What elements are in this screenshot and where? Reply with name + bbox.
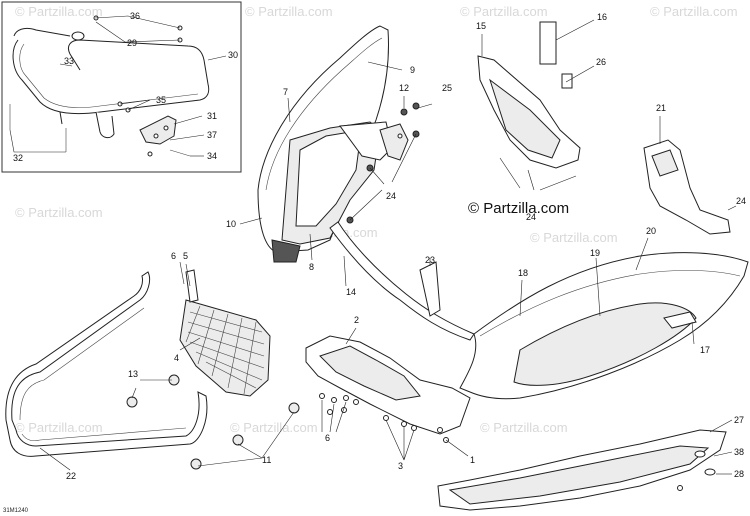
callout-leaders <box>39 19 737 475</box>
inset-bumper-bar <box>12 27 210 139</box>
grille-assembly <box>179 269 271 397</box>
callout-label: 30 <box>228 50 239 60</box>
callout-label: 9 <box>410 65 416 75</box>
callout-label: 6 <box>171 251 177 261</box>
watermark: © Partzilla.com <box>650 4 738 19</box>
lower-panel <box>305 335 471 435</box>
callout-label: 18 <box>518 268 529 278</box>
callout-label: 34 <box>207 151 218 161</box>
callout-label: 31 <box>207 111 218 121</box>
grille-mesh <box>185 305 265 395</box>
callout-label: 35 <box>156 95 167 105</box>
front-bumper <box>5 271 208 457</box>
watermark: © Partzilla.com <box>15 420 103 435</box>
callout-label: 26 <box>596 57 607 67</box>
callout-label: 24 <box>526 212 537 222</box>
side-panel-left <box>477 21 581 169</box>
callout-label: 5 <box>183 251 189 261</box>
callout-label: 29 <box>127 38 138 48</box>
watermark: © Partzilla.com <box>15 4 103 19</box>
callout-label: 20 <box>646 226 657 236</box>
side-fairing <box>459 252 749 400</box>
watermark: © Partzilla.com <box>460 4 548 19</box>
callout-label: 6 <box>325 433 331 443</box>
inset-leaders <box>9 15 227 157</box>
callout-label: 33 <box>64 56 75 66</box>
callout-label: 13 <box>128 369 139 379</box>
callout-label: 24 <box>386 191 397 201</box>
callout-label: 22 <box>66 471 77 481</box>
skid-plate <box>437 429 727 511</box>
callout-label: 15 <box>476 21 487 31</box>
inset-frame <box>1 1 242 173</box>
bumper-fasteners <box>126 374 300 470</box>
callout-label: 16 <box>597 12 608 22</box>
diagram-code: 31M1240 <box>3 508 29 514</box>
side-panel-right <box>643 139 731 235</box>
watermark: © Partzilla.com <box>530 230 618 245</box>
callout-label: 21 <box>656 103 667 113</box>
callout-label: 17 <box>700 345 711 355</box>
inset-screws <box>9 15 191 157</box>
callout-label: 36 <box>130 11 141 21</box>
inset-bracket <box>139 115 177 145</box>
callout-label: 14 <box>346 287 357 297</box>
callout-label: 4 <box>174 353 180 363</box>
callout-label: 3 <box>398 461 404 471</box>
callout-label: 25 <box>442 83 453 93</box>
callout-label: 8 <box>309 262 315 272</box>
callout-label: 32 <box>13 153 24 163</box>
brand-label: © Partzilla.com <box>468 200 570 217</box>
callout-label: 11 <box>262 455 272 465</box>
callout-label: 10 <box>226 219 237 229</box>
screw-group <box>319 393 359 415</box>
support-rod <box>329 221 475 341</box>
watermark: © Partzilla.com <box>15 205 103 220</box>
callout-label: 37 <box>207 130 218 140</box>
watermark: © Partzilla.com <box>230 420 318 435</box>
front-hood-assembly <box>257 25 409 263</box>
callout-label: 1 <box>470 455 476 465</box>
callout-label: 38 <box>734 447 745 457</box>
callout-label: 27 <box>734 415 745 425</box>
watermark: © Partzilla.com <box>245 4 333 19</box>
callout-label: 19 <box>590 248 601 258</box>
callout-label: 24 <box>736 196 747 206</box>
callout-label: 2 <box>354 315 360 325</box>
callout-label: 28 <box>734 469 745 479</box>
callout-label: 7 <box>283 87 289 97</box>
callout-label: 23 <box>425 255 436 265</box>
callout-label: 12 <box>399 83 410 93</box>
watermark: © Partzilla.com <box>480 420 568 435</box>
